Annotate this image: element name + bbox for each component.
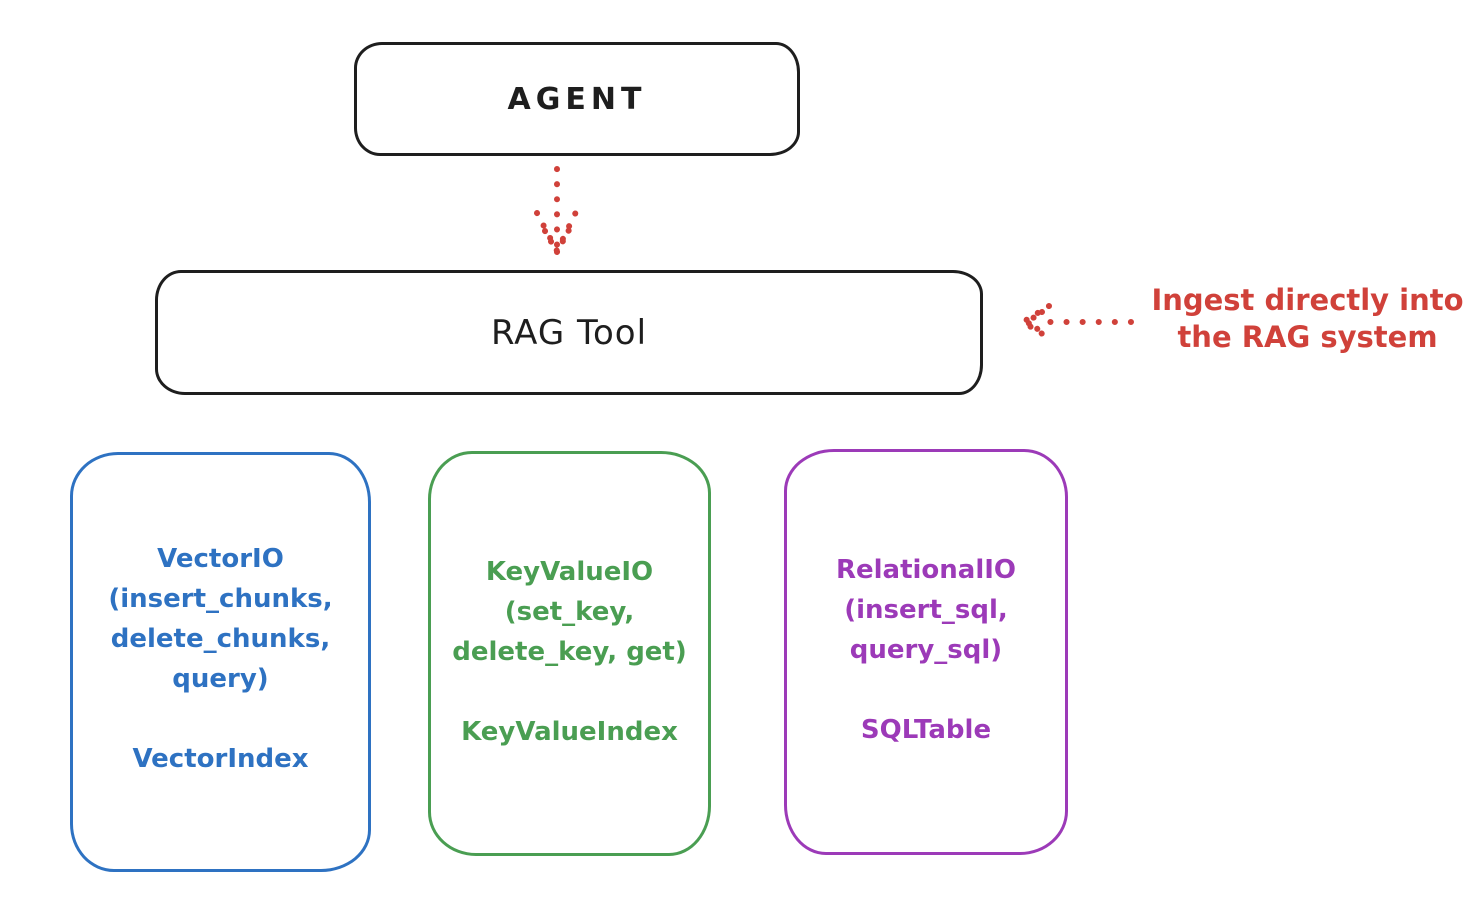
- ingest-annotation-line1: Ingest directly into: [1151, 283, 1464, 317]
- vector-io-text: VectorIO (insert_chunks, delete_chunks, …: [73, 539, 368, 779]
- relational-io-line: (insert_sql,: [844, 595, 1008, 625]
- relational-io-text: RelationalIO (insert_sql, query_sql) SQL…: [787, 550, 1065, 750]
- relational-io-line: query_sql): [849, 635, 1003, 665]
- keyvalue-io-text: KeyValueIO (set_key, delete_key, get) Ke…: [431, 552, 708, 752]
- vector-io-node: VectorIO (insert_chunks, delete_chunks, …: [70, 452, 371, 872]
- keyvalue-index-label: KeyValueIndex: [461, 717, 678, 747]
- vector-index-label: VectorIndex: [132, 744, 309, 774]
- rag-tool-node: RAG Tool: [155, 270, 983, 395]
- relational-io-line: RelationalIO: [835, 555, 1017, 585]
- relational-io-node: RelationalIO (insert_sql, query_sql) SQL…: [784, 449, 1068, 855]
- keyvalue-io-line: KeyValueIO: [485, 557, 654, 587]
- vector-io-line: (insert_chunks,: [108, 584, 333, 614]
- agent-to-rag-arrow: [534, 166, 579, 259]
- keyvalue-io-line: delete_key, get): [452, 637, 687, 667]
- rag-tool-label: RAG Tool: [490, 312, 648, 353]
- sql-table-label: SQLTable: [860, 715, 992, 745]
- ingest-annotation-line2: the RAG system: [1177, 320, 1438, 354]
- keyvalue-io-node: KeyValueIO (set_key, delete_key, get) Ke…: [428, 451, 711, 856]
- ingest-arrow: [1017, 303, 1134, 341]
- agent-node: AGENT: [354, 42, 800, 156]
- agent-label: AGENT: [507, 81, 647, 117]
- vector-io-line: VectorIO: [157, 544, 284, 574]
- ingest-annotation-label: Ingest directly into the RAG system: [1135, 282, 1480, 356]
- keyvalue-io-line: (set_key,: [504, 597, 635, 627]
- vector-io-line: delete_chunks,: [110, 624, 331, 654]
- vector-io-line: query): [172, 664, 269, 694]
